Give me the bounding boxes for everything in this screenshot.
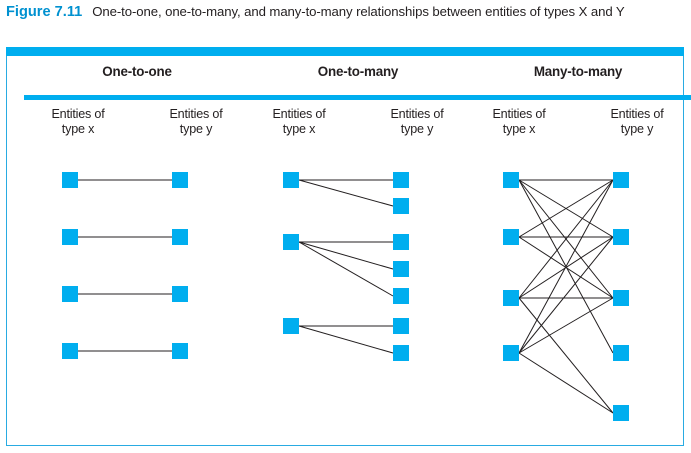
panel-title-many-to-many: Many-to-many: [533, 64, 623, 79]
column-label-left-line2: type x: [502, 122, 536, 136]
panel-title-one-to-many: One-to-many: [317, 64, 399, 79]
figure-caption: Figure 7.11 One-to-one, one-to-many, and …: [6, 2, 678, 22]
column-label-right-many-to-many: Entities of type y: [583, 107, 691, 137]
column-label-left-one-to-one: Entities of type x: [24, 107, 132, 137]
column-label-right-line1: Entities of: [610, 107, 664, 121]
column-label-right-one-to-one: Entities of type y: [142, 107, 250, 137]
column-label-left-one-to-many: Entities of type x: [245, 107, 353, 137]
column-label-left-line1: Entities of: [492, 107, 546, 121]
panel-rule-one-to-one: [24, 95, 250, 100]
column-label-left-line2: type x: [282, 122, 316, 136]
column-label-right-one-to-many: Entities of type y: [363, 107, 471, 137]
figure-caption-text: One-to-one, one-to-many, and many-to-man…: [92, 4, 625, 19]
column-label-left-line1: Entities of: [51, 107, 105, 121]
panel-title-one-to-one: One-to-one: [102, 64, 172, 79]
column-label-right-line2: type y: [400, 122, 434, 136]
column-label-right-line2: type y: [179, 122, 213, 136]
column-label-right-line1: Entities of: [390, 107, 444, 121]
column-label-left-many-to-many: Entities of type x: [465, 107, 573, 137]
column-label-right-line1: Entities of: [169, 107, 223, 121]
panel-rule-many-to-many: [465, 95, 691, 100]
figure-top-accent-bar: [6, 47, 684, 56]
column-label-right-line2: type y: [620, 122, 654, 136]
column-label-left-line1: Entities of: [272, 107, 326, 121]
panel-rule-one-to-many: [245, 95, 471, 100]
figure-number: Figure 7.11: [6, 4, 83, 20]
column-label-left-line2: type x: [61, 122, 95, 136]
